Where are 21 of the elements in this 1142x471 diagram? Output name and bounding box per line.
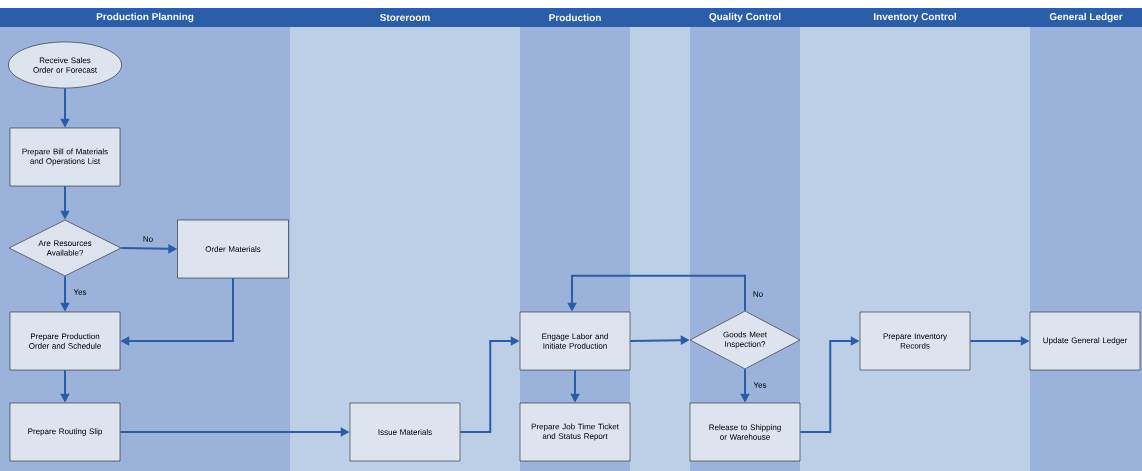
node-label: Quality Control: [709, 12, 781, 23]
process-box: Prepare Job Time Ticket and Status Report: [519, 402, 631, 462]
node-label: Production Planning: [96, 12, 194, 23]
process-box: Order Materials: [177, 219, 289, 279]
node-label: Storeroom: [380, 13, 430, 22]
node-label: Production: [549, 13, 601, 22]
process-box: Prepare Routing Slip: [9, 402, 121, 462]
process-box: Prepare Production Order and Schedule: [9, 311, 121, 371]
process-box: Prepare Bill of Materials and Operations List: [9, 127, 121, 187]
process-box: Prepare Inventory Records: [859, 311, 971, 371]
arrow: [567, 274, 746, 312]
process-box: Issue Materials: [349, 402, 461, 462]
node-label: Inventory Control: [874, 12, 956, 23]
process-box: Update General Ledger: [1029, 311, 1141, 371]
edge-label: No: [143, 236, 153, 242]
process-box: Release to Shipping or Warehouse: [689, 402, 801, 462]
edge-label: Yes: [753, 382, 767, 388]
process-box: Engage Labor and Initiate Production: [519, 311, 631, 371]
node-label: General Ledger: [1049, 12, 1123, 23]
edge-label: No: [753, 291, 763, 297]
edge-label: Yes: [73, 289, 87, 295]
